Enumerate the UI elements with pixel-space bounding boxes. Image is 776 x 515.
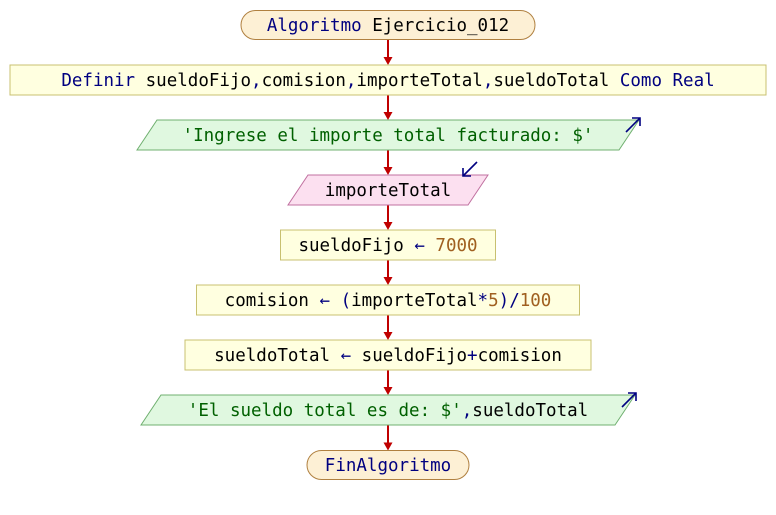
label-token: comision — [225, 291, 309, 311]
label-token: ← — [309, 291, 341, 311]
connector-arrow — [383, 39, 393, 65]
connector-arrow — [383, 95, 393, 120]
flow-node-end: FinAlgoritmo — [306, 450, 470, 480]
flow-node-define: Definir sueldoFijo,comision,importeTotal… — [9, 64, 767, 96]
label-token: 'Ingrese el importe total facturado: $' — [183, 126, 594, 146]
label-token: importeTotal — [351, 291, 477, 311]
label-token: comision — [262, 71, 346, 91]
label-token: ← — [404, 236, 436, 256]
label-token: sueldoFijo — [298, 236, 403, 256]
node-label: importeTotal — [325, 181, 451, 201]
label-token: Ejercicio_012 — [362, 16, 510, 36]
label-token: , — [462, 401, 473, 421]
arrowhead-icon — [383, 332, 393, 340]
label-token: + — [467, 346, 478, 366]
node-label: comision ← (importeTotal*5)/100 — [225, 291, 552, 311]
arrowhead-icon — [383, 442, 393, 451]
label-token: / — [509, 291, 520, 311]
flow-node-start: Algoritmo Ejercicio_012 — [240, 10, 536, 40]
node-label: 'Ingrese el importe total facturado: $' — [183, 126, 594, 146]
output-parallelogram — [140, 394, 636, 426]
input-parallelogram — [287, 174, 489, 206]
arrowhead-icon — [383, 277, 393, 285]
node-label: sueldoFijo ← 7000 — [298, 236, 477, 256]
label-token: sueldoTotal — [493, 71, 609, 91]
label-token: 100 — [520, 291, 552, 311]
connector-arrow — [383, 315, 393, 340]
flow-node-assign1: sueldoFijo ← 7000 — [280, 229, 496, 261]
arrowhead-icon — [383, 57, 393, 65]
connector-arrow — [383, 260, 393, 285]
node-label: Definir sueldoFijo,comision,importeTotal… — [61, 71, 714, 91]
label-token: 'El sueldo total es de: $' — [188, 401, 462, 421]
label-token: importeTotal — [325, 181, 451, 201]
flow-node-read1: importeTotal — [287, 161, 489, 206]
flow-node-assign2: comision ← (importeTotal*5)/100 — [196, 284, 580, 316]
label-token: comision — [478, 346, 562, 366]
arrowhead-icon — [383, 387, 393, 395]
arrowhead-icon — [383, 112, 393, 120]
terminal-shape — [240, 10, 536, 40]
label-token: ) — [499, 291, 510, 311]
node-label: 'El sueldo total es de: $',sueldoTotal — [188, 401, 588, 421]
process-box — [196, 284, 580, 316]
label-token: 5 — [488, 291, 499, 311]
output-arrow-icon — [625, 117, 641, 133]
process-box — [184, 339, 592, 371]
arrowhead-icon — [383, 167, 393, 175]
connector-arrow — [383, 205, 393, 230]
label-token: * — [478, 291, 489, 311]
flow-node-assign3: sueldoTotal ← sueldoFijo+comision — [184, 339, 592, 371]
label-token: importeTotal — [356, 71, 482, 91]
label-token: , — [251, 71, 262, 91]
output-arrow-icon — [621, 392, 637, 408]
label-token: FinAlgoritmo — [325, 456, 451, 476]
input-arrow-icon — [462, 161, 478, 177]
arrowhead-icon — [383, 222, 393, 230]
label-token: Algoritmo — [267, 16, 362, 36]
label-token: Como Real — [609, 71, 714, 91]
node-label: Algoritmo Ejercicio_012 — [267, 16, 509, 36]
label-token: ← — [330, 346, 362, 366]
label-token: 7000 — [435, 236, 477, 256]
flow-node-write1: 'Ingrese el importe total facturado: $' — [136, 117, 641, 151]
label-token: , — [483, 71, 494, 91]
label-token: ( — [341, 291, 352, 311]
label-token: sueldoTotal — [214, 346, 330, 366]
terminal-shape — [306, 450, 470, 480]
flow-node-write2: 'El sueldo total es de: $',sueldoTotal — [140, 392, 637, 426]
node-label: sueldoTotal ← sueldoFijo+comision — [214, 346, 562, 366]
process-box — [280, 229, 496, 261]
label-token: sueldoFijo — [362, 346, 467, 366]
connector-arrow — [383, 425, 393, 451]
label-token: Definir — [61, 71, 135, 91]
process-box — [9, 64, 767, 96]
output-parallelogram — [136, 119, 640, 151]
label-token: sueldoFijo — [135, 71, 251, 91]
connector-arrow — [383, 150, 393, 175]
connector-arrow — [383, 370, 393, 395]
label-token: , — [346, 71, 357, 91]
label-token: sueldoTotal — [472, 401, 588, 421]
node-label: FinAlgoritmo — [325, 456, 451, 476]
